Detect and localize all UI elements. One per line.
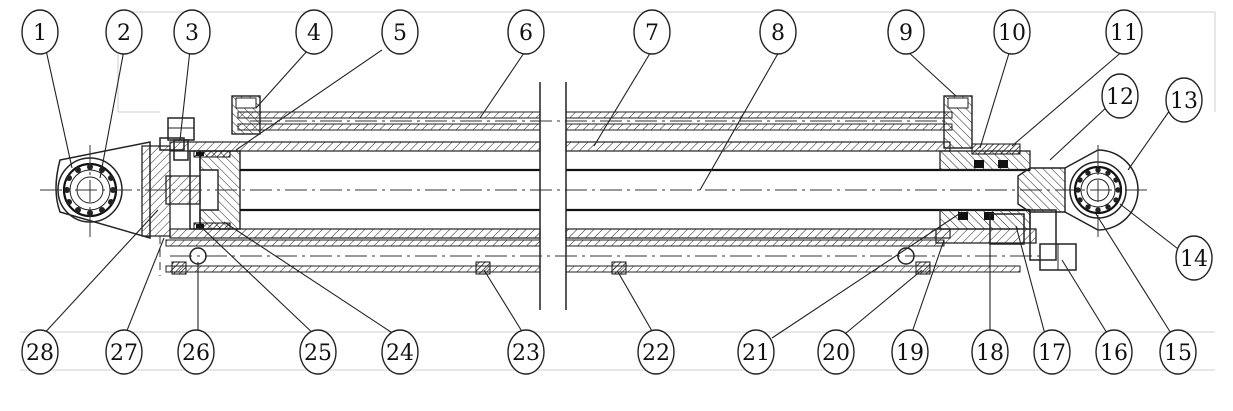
balloon-circle — [817, 329, 855, 375]
balloon-19: 19 — [891, 329, 929, 375]
balloon-7: 7 — [633, 9, 671, 55]
balloon-circle — [1175, 235, 1213, 281]
balloon-14: 14 — [1175, 235, 1213, 281]
balloon-label: 9 — [899, 21, 913, 46]
balloon-label: 1 — [33, 21, 47, 46]
tie-rod-assembly — [159, 236, 1040, 276]
balloon-3: 3 — [173, 9, 211, 55]
balloon-label: 22 — [642, 341, 670, 366]
balloon-circle — [105, 329, 143, 375]
balloon-label: 8 — [771, 21, 785, 46]
balloon-label: 13 — [1170, 89, 1198, 114]
balloon-circle — [1101, 73, 1139, 119]
balloon-label: 19 — [896, 341, 924, 366]
balloon-label: 6 — [519, 21, 533, 46]
outer-tube — [231, 95, 973, 149]
balloon-circle — [173, 9, 211, 55]
balloon-circle — [993, 9, 1031, 55]
balloon-5: 5 — [381, 9, 419, 55]
balloon-21: 21 — [737, 329, 775, 375]
balloon-24: 24 — [381, 329, 419, 375]
balloon-2: 2 — [105, 9, 143, 55]
balloon-label: 27 — [110, 341, 138, 366]
balloon-20: 20 — [817, 329, 855, 375]
balloon-circle — [299, 329, 337, 375]
piston-rod — [40, 168, 1150, 212]
balloon-9: 9 — [887, 9, 925, 55]
balloon-label: 5 — [393, 21, 407, 46]
balloon-label: 17 — [1038, 341, 1066, 366]
balloon-circle — [1033, 329, 1071, 375]
balloon-17: 17 — [1033, 329, 1071, 375]
balloon-8: 8 — [759, 9, 797, 55]
balloon-label: 11 — [1110, 21, 1138, 46]
balloon-6: 6 — [507, 9, 545, 55]
front-bearing-rollers — [1075, 167, 1121, 213]
balloons-right: 14 — [1175, 235, 1213, 281]
leader-lines — [39, 49, 1183, 339]
balloon-circle — [295, 9, 333, 55]
balloon-11: 11 — [1105, 9, 1143, 55]
balloon-circle — [1159, 329, 1197, 375]
balloon-circle — [381, 329, 419, 375]
front-gland — [935, 143, 1077, 271]
balloon-23: 23 — [507, 329, 545, 375]
balloon-circle — [105, 9, 143, 55]
balloon-label: 23 — [512, 341, 540, 366]
balloon-label: 21 — [742, 341, 770, 366]
balloon-26: 26 — [177, 329, 215, 375]
balloon-label: 28 — [26, 341, 54, 366]
balloon-circle — [759, 9, 797, 55]
balloon-circle — [1095, 329, 1133, 375]
balloon-circle — [21, 9, 59, 55]
balloon-label: 2 — [117, 21, 131, 46]
balloon-label: 7 — [645, 21, 659, 46]
balloon-15: 15 — [1159, 329, 1197, 375]
balloon-10: 10 — [993, 9, 1031, 55]
balloon-1: 1 — [21, 9, 59, 55]
balloon-circle — [381, 9, 419, 55]
balloon-circle — [1165, 77, 1203, 123]
balloon-13: 13 — [1165, 77, 1203, 123]
balloon-28: 28 — [21, 329, 59, 375]
balloon-22: 22 — [637, 329, 675, 375]
balloon-label: 18 — [976, 341, 1004, 366]
balloon-label: 14 — [1180, 247, 1208, 272]
balloon-label: 15 — [1164, 341, 1192, 366]
balloon-12: 12 — [1101, 73, 1139, 119]
balloon-label: 4 — [307, 21, 321, 46]
balloon-label: 3 — [185, 21, 199, 46]
balloon-label: 12 — [1106, 85, 1134, 110]
balloon-circle — [21, 329, 59, 375]
drawing-frame — [20, 11, 1216, 371]
balloon-circle — [507, 9, 545, 55]
balloon-label: 24 — [386, 341, 414, 366]
balloon-label: 16 — [1100, 341, 1128, 366]
balloon-circle — [971, 329, 1009, 375]
balloon-label: 20 — [822, 341, 850, 366]
balloon-25: 25 — [299, 329, 337, 375]
balloon-4: 4 — [295, 9, 333, 55]
balloon-circle — [887, 9, 925, 55]
rod-end-clevis — [1017, 145, 1139, 240]
balloon-circle — [737, 329, 775, 375]
break-lines — [539, 82, 567, 310]
balloons-bottom: 28 27 26 25 24 23 22 21 20 19 18 17 16 15 — [21, 329, 1197, 375]
balloon-label: 10 — [998, 21, 1026, 46]
balloon-circle — [177, 329, 215, 375]
balloon-label: 25 — [304, 341, 332, 366]
balloon-circle — [637, 329, 675, 375]
balloon-18: 18 — [971, 329, 1009, 375]
balloon-16: 16 — [1095, 329, 1133, 375]
balloon-circle — [891, 329, 929, 375]
balloon-27: 27 — [105, 329, 143, 375]
balloon-circle — [507, 329, 545, 375]
balloon-circle — [633, 9, 671, 55]
balloon-label: 26 — [182, 341, 210, 366]
balloon-circle — [1105, 9, 1143, 55]
